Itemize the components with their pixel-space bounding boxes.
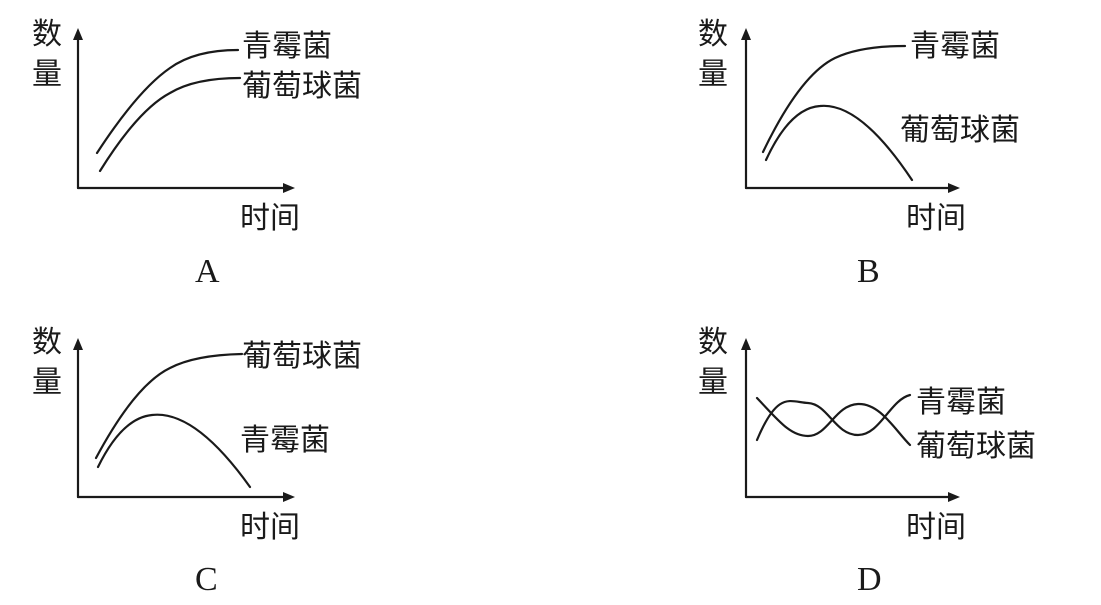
x-axis-label: 时间 <box>906 510 966 545</box>
y-axis-arrow-icon <box>741 28 751 40</box>
y-axis-arrow-icon <box>73 28 83 40</box>
x-axis-label: 时间 <box>906 201 966 236</box>
y-axis-label-bottom: 量 <box>698 57 728 92</box>
x-axis-arrow-icon <box>948 183 960 193</box>
y-axis-arrow-icon <box>741 338 751 350</box>
curve-label-lower: 青霉菌 <box>240 423 330 458</box>
x-axis-arrow-icon <box>283 183 295 193</box>
panel-a: 数 量 青霉菌 葡萄球菌 时间 A <box>32 17 362 290</box>
panel-c: 数 量 葡萄球菌 青霉菌 时间 C <box>32 325 362 598</box>
curve-label-upper: 葡萄球菌 <box>242 339 362 374</box>
panel-d: 数 量 青霉菌 葡萄球菌 时间 D <box>698 325 1036 598</box>
curve-lower <box>98 76 242 173</box>
curve-label-upper: 青霉菌 <box>916 385 1006 420</box>
y-axis-label-bottom: 量 <box>698 365 728 400</box>
panel-b: 数 量 青霉菌 葡萄球菌 时间 B <box>698 17 1020 290</box>
y-axis-label-bottom: 量 <box>32 365 62 400</box>
curve-label-upper: 青霉菌 <box>242 29 332 64</box>
x-axis-label: 时间 <box>240 510 300 545</box>
x-axis-label: 时间 <box>240 201 300 236</box>
curve-lower <box>764 104 914 182</box>
curve-label-lower: 葡萄球菌 <box>242 69 362 104</box>
curve-oscillate-a <box>755 393 912 442</box>
curve-label-upper: 青霉菌 <box>910 29 1000 64</box>
curve-label-lower: 葡萄球菌 <box>916 429 1036 464</box>
y-axis-label-top: 数 <box>698 325 728 360</box>
curve-upper <box>95 48 240 155</box>
y-axis-label-top: 数 <box>698 17 728 52</box>
curve-lower <box>96 413 252 489</box>
curve-label-lower: 葡萄球菌 <box>900 113 1020 148</box>
x-axis-arrow-icon <box>283 492 295 502</box>
panel-letter: A <box>195 253 220 290</box>
panel-letter: B <box>857 253 880 290</box>
curve-upper <box>761 44 907 154</box>
curve-oscillate-b <box>755 396 912 447</box>
panel-letter: C <box>195 561 218 598</box>
y-axis-label-bottom: 量 <box>32 57 62 92</box>
panel-letter: D <box>857 561 882 598</box>
y-axis-label-top: 数 <box>32 325 62 360</box>
x-axis-arrow-icon <box>948 492 960 502</box>
curve-upper <box>94 352 244 460</box>
y-axis-arrow-icon <box>73 338 83 350</box>
y-axis-label-top: 数 <box>32 17 62 52</box>
